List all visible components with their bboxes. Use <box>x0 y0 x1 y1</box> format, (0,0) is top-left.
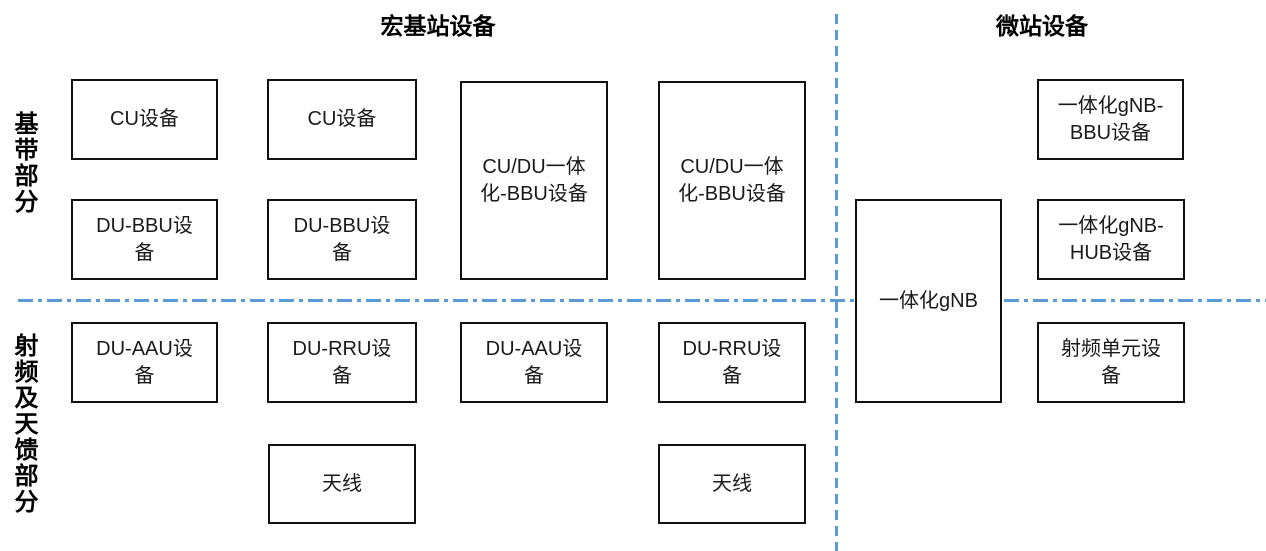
micro-section-title: 微站设备 <box>996 13 1088 39</box>
node-cu-device-1: CU设备 <box>71 79 218 160</box>
row-label-rf-antenna: 射频及天馈部分 <box>10 333 37 515</box>
node-integrated-gnb: 一体化gNB <box>855 199 1002 403</box>
row-label-baseband: 基带部分 <box>10 111 37 215</box>
node-cudu-bbu-device-1: CU/DU一体 化-BBU设备 <box>460 81 608 280</box>
node-cudu-bbu-device-2: CU/DU一体 化-BBU设备 <box>658 81 806 280</box>
macro-section-title: 宏基站设备 <box>380 13 496 39</box>
node-antenna-1: 天线 <box>268 444 416 524</box>
node-cu-device-2: CU设备 <box>267 79 417 160</box>
node-antenna-2: 天线 <box>658 444 806 524</box>
node-gnb-hub-device: 一体化gNB- HUB设备 <box>1037 199 1185 280</box>
node-gnb-bbu-device: 一体化gNB- BBU设备 <box>1037 79 1184 160</box>
node-du-rru-device-2: DU-RRU设 备 <box>658 322 806 403</box>
node-du-aau-device-1: DU-AAU设 备 <box>71 322 218 403</box>
section-divider-dashed-line <box>835 14 838 551</box>
node-du-bbu-device-2: DU-BBU设 备 <box>267 199 417 280</box>
node-du-aau-device-2: DU-AAU设 备 <box>460 322 608 403</box>
node-du-rru-device-1: DU-RRU设 备 <box>267 322 417 403</box>
node-du-bbu-device-1: DU-BBU设 备 <box>71 199 218 280</box>
baseband-rf-divider-line <box>18 299 1266 302</box>
node-rf-unit-device: 射频单元设 备 <box>1037 322 1185 403</box>
